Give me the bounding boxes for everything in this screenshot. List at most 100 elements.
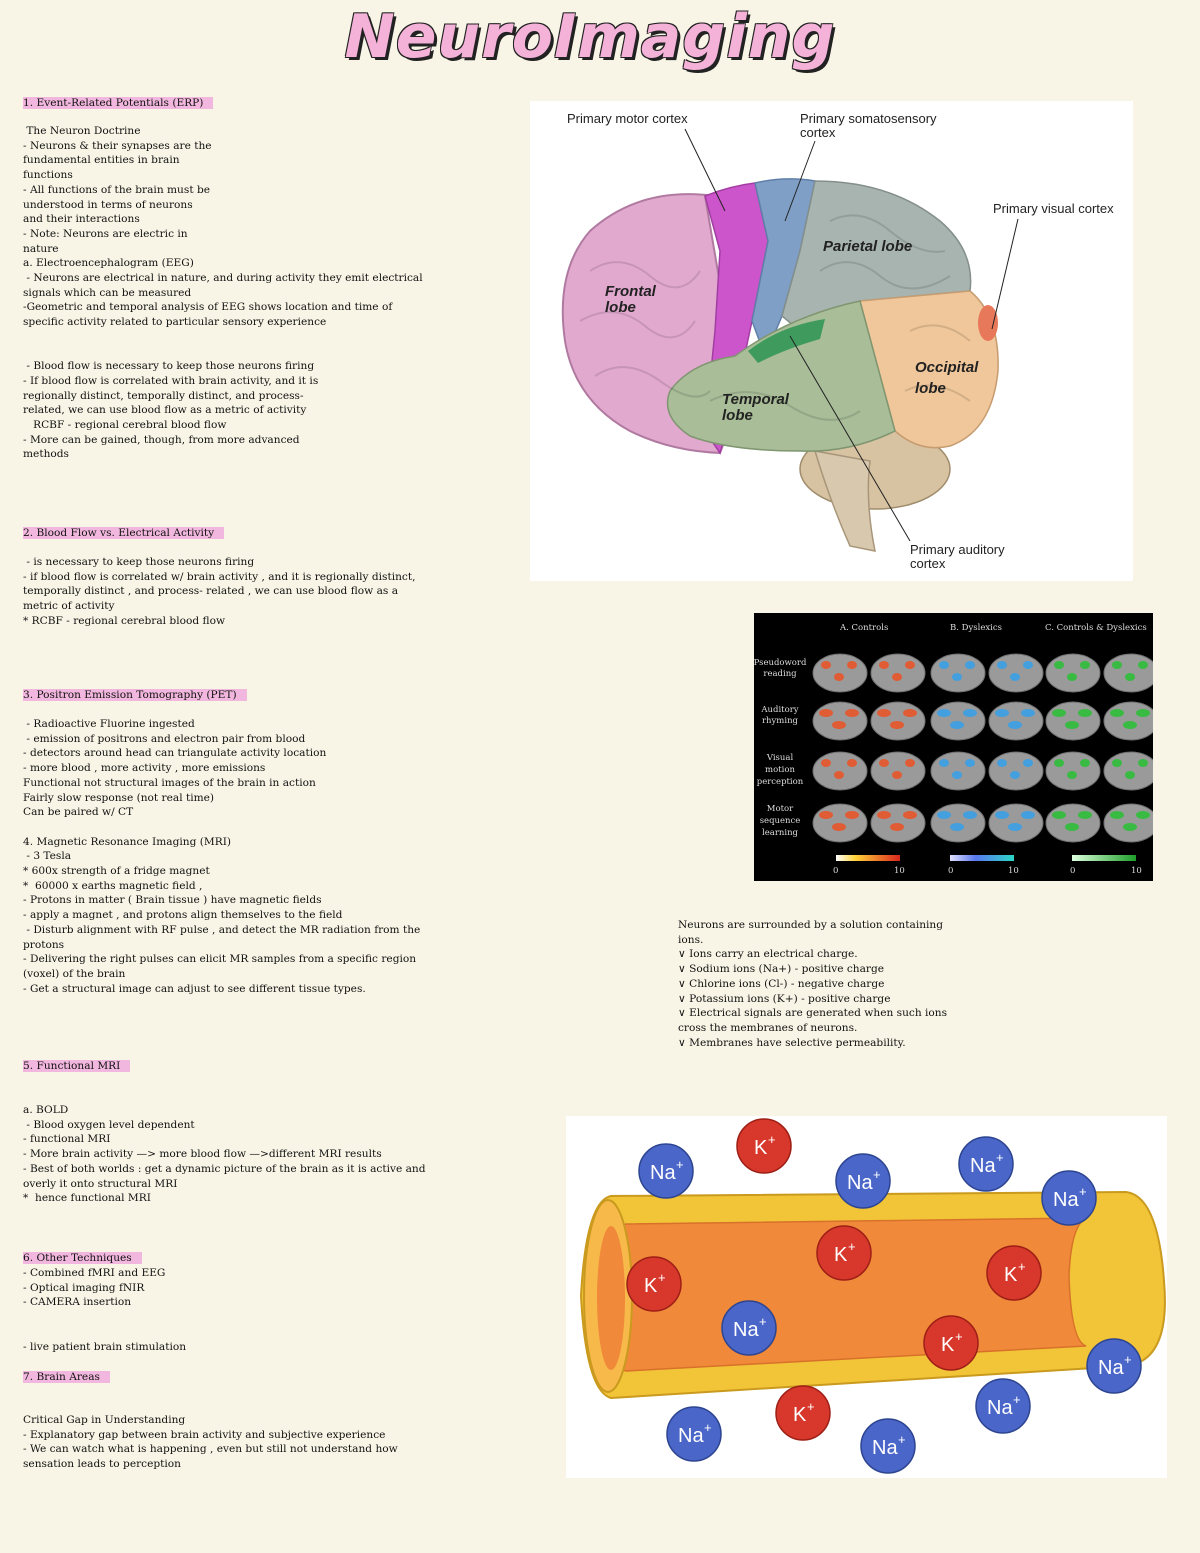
fmri-activation-spot — [879, 661, 889, 669]
fmri-activation-spot — [1067, 673, 1077, 681]
fmri-activation-spot — [847, 661, 857, 669]
fmri-brain-image — [930, 751, 986, 791]
sodium-ion: Na+ — [860, 1418, 916, 1474]
fmri-activation-spot — [1067, 771, 1077, 779]
section-heading-erp: 1. Event-Related Potentials (ERP) — [23, 96, 214, 110]
fmri-activation-spot — [905, 661, 915, 669]
fmri-activation-spot — [1021, 709, 1035, 717]
fmri-brain-image — [1045, 701, 1101, 741]
fmri-activation-spot — [1010, 771, 1020, 779]
fmri-row-3-line1: Visual — [766, 753, 794, 763]
sodium-label: Na — [987, 1397, 1013, 1419]
fmri-scale-a-min: 0 — [833, 866, 838, 876]
fmri-activation-spot — [1052, 811, 1066, 819]
fmri-brain-image — [870, 653, 926, 693]
fmri-activation-spot — [877, 709, 891, 717]
section-heading-pet: 3. Positron Emission Tomography (PET) — [23, 688, 247, 702]
sodium-label: Na — [678, 1425, 704, 1447]
potassium-label: K — [941, 1334, 955, 1356]
fmri-brain-image — [812, 803, 868, 843]
sodium-ion: Na+ — [835, 1153, 891, 1209]
section-heading-blood-flow: 2. Blood Flow vs. Electrical Activity — [23, 526, 225, 540]
fmri-activation-spot — [1010, 673, 1020, 681]
sodium-ion: Na+ — [1041, 1170, 1097, 1226]
sodium-label: Na — [1098, 1357, 1124, 1379]
potassium-ion: K+ — [816, 1225, 872, 1281]
sodium-label: Na — [847, 1172, 873, 1194]
section-heading-other: 6. Other Techniques — [23, 1251, 142, 1265]
label-occipital-1: Occipital — [915, 359, 979, 376]
fmri-activation-spot — [890, 721, 904, 729]
ion-charge-label: + — [807, 1399, 815, 1414]
ion-charge-label: + — [759, 1314, 767, 1329]
fmri-activation-spot — [1112, 759, 1122, 767]
sodium-ion: Na+ — [975, 1378, 1031, 1434]
ion-charge-label: + — [955, 1329, 963, 1344]
brain-lobes-diagram: Primary motor cortex Primary somatosenso… — [530, 101, 1133, 581]
fmri-comparison-panel: A. Controls B. Dyslexics C. Controls & D… — [754, 613, 1159, 881]
fmri-activation-spot — [1138, 759, 1148, 767]
fmri-activation-spot — [1080, 759, 1090, 767]
fmri-brain-image — [1103, 803, 1159, 843]
sodium-label: Na — [872, 1437, 898, 1459]
fmri-brain-image — [1045, 751, 1101, 791]
section-body-erp: The Neuron Doctrine - Neurons & their sy… — [23, 125, 423, 461]
ion-charge-label: + — [848, 1239, 856, 1254]
fmri-activation-spot — [963, 811, 977, 819]
auditory-cortex-region — [748, 319, 825, 363]
fmri-activation-spot — [963, 709, 977, 717]
fmri-brain-image — [812, 701, 868, 741]
fmri-activation-spot — [847, 759, 857, 767]
fmri-activation-spot — [952, 673, 962, 681]
ion-charge-label: + — [1018, 1259, 1026, 1274]
sodium-ion: Na+ — [666, 1406, 722, 1462]
fmri-activation-spot — [1125, 771, 1135, 779]
fmri-row-2-line1: Auditory — [760, 705, 798, 715]
ions-note: Neurons are surrounded by a solution con… — [678, 919, 948, 1049]
fmri-scale-c-min: 0 — [1070, 866, 1075, 876]
fmri-row-2-line2: rhyming — [762, 716, 799, 726]
page-title: NeuroImaging — [344, 2, 836, 72]
fmri-activation-spot — [1008, 823, 1022, 831]
ion-charge-label: + — [658, 1270, 666, 1285]
potassium-label: K — [644, 1275, 658, 1297]
fmri-activation-spot — [1021, 811, 1035, 819]
section-heading-fmri: 5. Functional MRI — [23, 1059, 131, 1073]
fmri-brain-image — [812, 751, 868, 791]
section-body-pet-mri: - Radioactive Fluorine ingested - emissi… — [23, 718, 421, 995]
label-occipital-2: lobe — [915, 380, 946, 397]
fmri-col-dyslexics: B. Dyslexics — [950, 623, 1002, 633]
fmri-row-4-line2: sequence — [760, 816, 801, 826]
fmri-activation-spot — [892, 673, 902, 681]
fmri-activation-spot — [950, 823, 964, 831]
fmri-row-1-line2: reading — [763, 669, 797, 679]
sodium-ion: Na+ — [1086, 1338, 1142, 1394]
fmri-row-1-line1: Pseudoword — [754, 658, 807, 668]
potassium-ion: K+ — [736, 1118, 792, 1174]
fmri-activation-spot — [879, 759, 889, 767]
fmri-brain-image — [930, 803, 986, 843]
fmri-activation-spot — [995, 709, 1009, 717]
ion-charge-label: + — [676, 1157, 684, 1172]
ion-charge-label: + — [1079, 1184, 1087, 1199]
fmri-brain-image — [870, 803, 926, 843]
fmri-activation-spot — [1023, 759, 1033, 767]
ion-charge-label: + — [898, 1432, 906, 1447]
fmri-activation-spot — [890, 823, 904, 831]
fmri-activation-spot — [1110, 811, 1124, 819]
fmri-activation-spot — [997, 759, 1007, 767]
sodium-ion: Na+ — [958, 1136, 1014, 1192]
fmri-activation-spot — [903, 709, 917, 717]
fmri-activation-spot — [834, 673, 844, 681]
fmri-scale-c-max: 10 — [1131, 866, 1142, 876]
fmri-scale-b-max: 10 — [1008, 866, 1019, 876]
sodium-label: Na — [1053, 1189, 1079, 1211]
fmri-row-4-line1: Motor — [767, 804, 794, 814]
sodium-label: Na — [970, 1155, 996, 1177]
label-parietal: Parietal lobe — [823, 238, 912, 255]
fmri-activation-spot — [950, 721, 964, 729]
section-body-fmri: a. BOLD - Blood oxygen level dependent -… — [23, 1104, 426, 1205]
fmri-row-3-line2: motion — [765, 765, 795, 775]
potassium-label: K — [754, 1137, 768, 1159]
fmri-activation-spot — [1080, 661, 1090, 669]
